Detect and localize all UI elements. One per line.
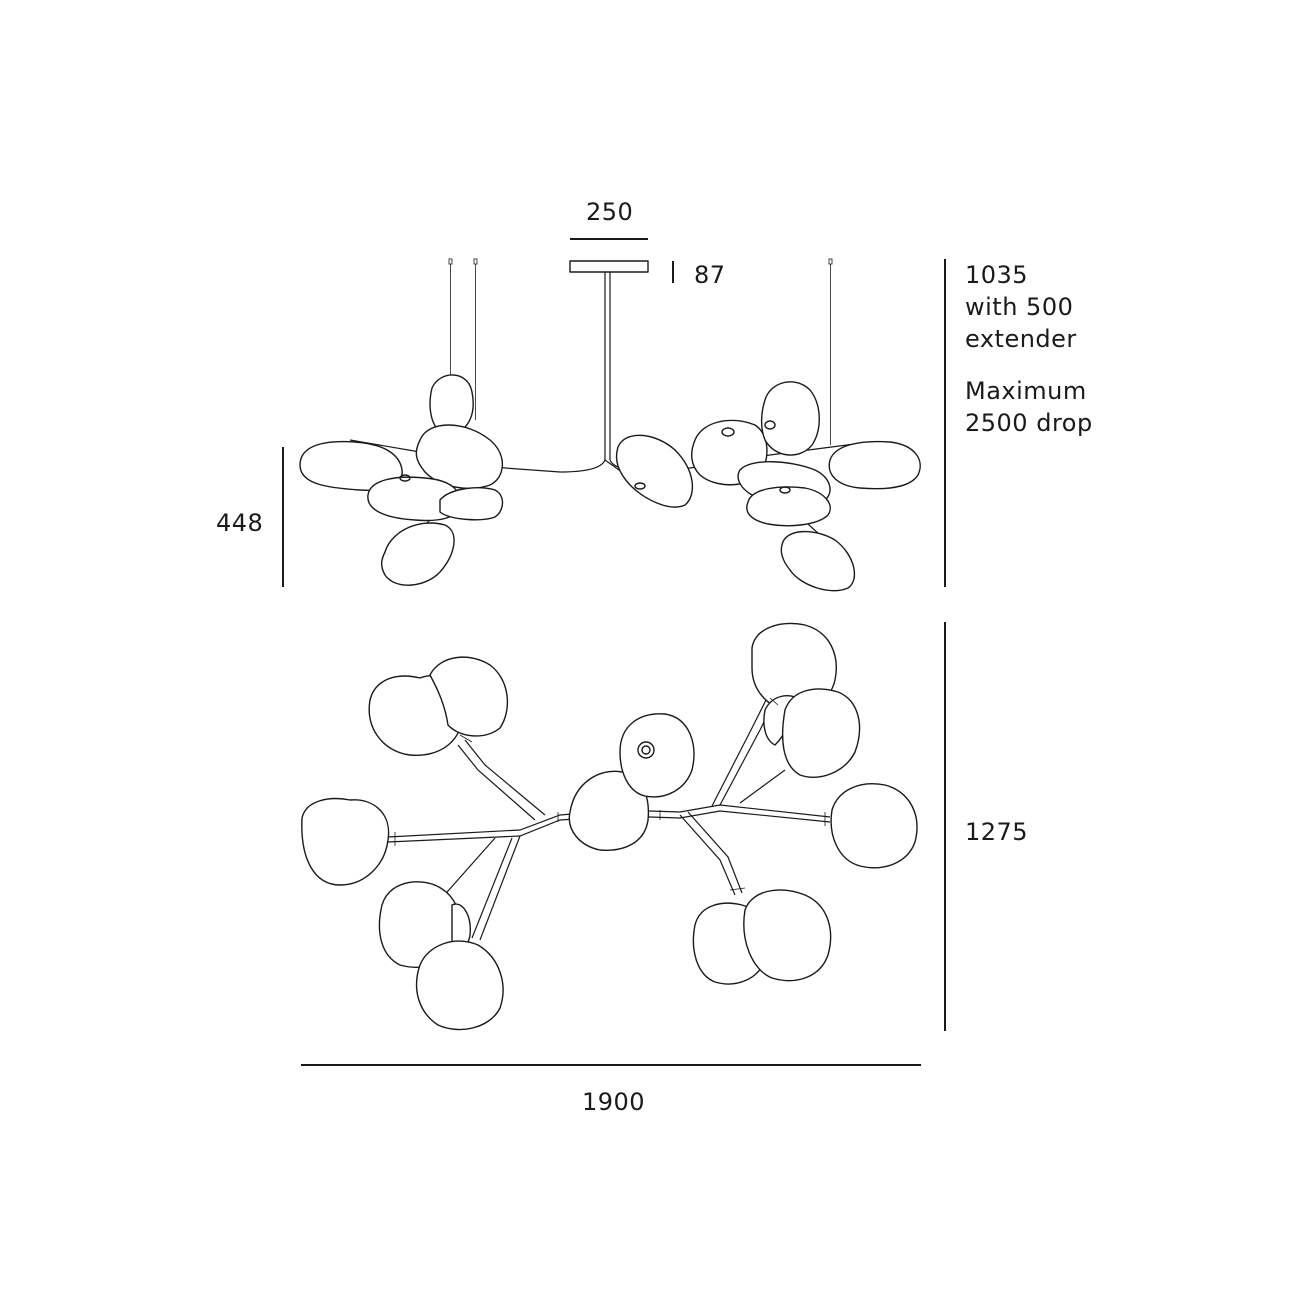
label-plan-depth: 1275	[965, 818, 1029, 846]
label-canopy-height: 87	[694, 261, 726, 289]
plan-shades	[301, 622, 918, 1031]
label-drop-line-1: Maximum	[965, 377, 1087, 405]
elevation-connectors	[399, 420, 791, 494]
side-elevation	[299, 258, 921, 592]
dimension-lines	[282, 238, 946, 1066]
label-overall-height-line-2: with 500	[965, 293, 1074, 321]
plan-connectors	[394, 697, 826, 891]
label-overall-height-line-1: 1035	[965, 261, 1029, 289]
label-overall-height-note: 1035 with 500 extender	[965, 259, 1077, 355]
ceiling-canopy	[569, 260, 649, 273]
label-overall-width: 1900	[582, 1088, 646, 1116]
label-overall-height-line-3: extender	[965, 325, 1077, 353]
elevation-shades	[299, 374, 921, 592]
label-drop-note: Maximum 2500 drop	[965, 375, 1093, 439]
plan-view	[301, 622, 918, 1031]
label-body-height: 448	[216, 509, 264, 537]
label-drop-line-2: 2500 drop	[965, 409, 1093, 437]
label-canopy-width: 250	[586, 198, 634, 226]
